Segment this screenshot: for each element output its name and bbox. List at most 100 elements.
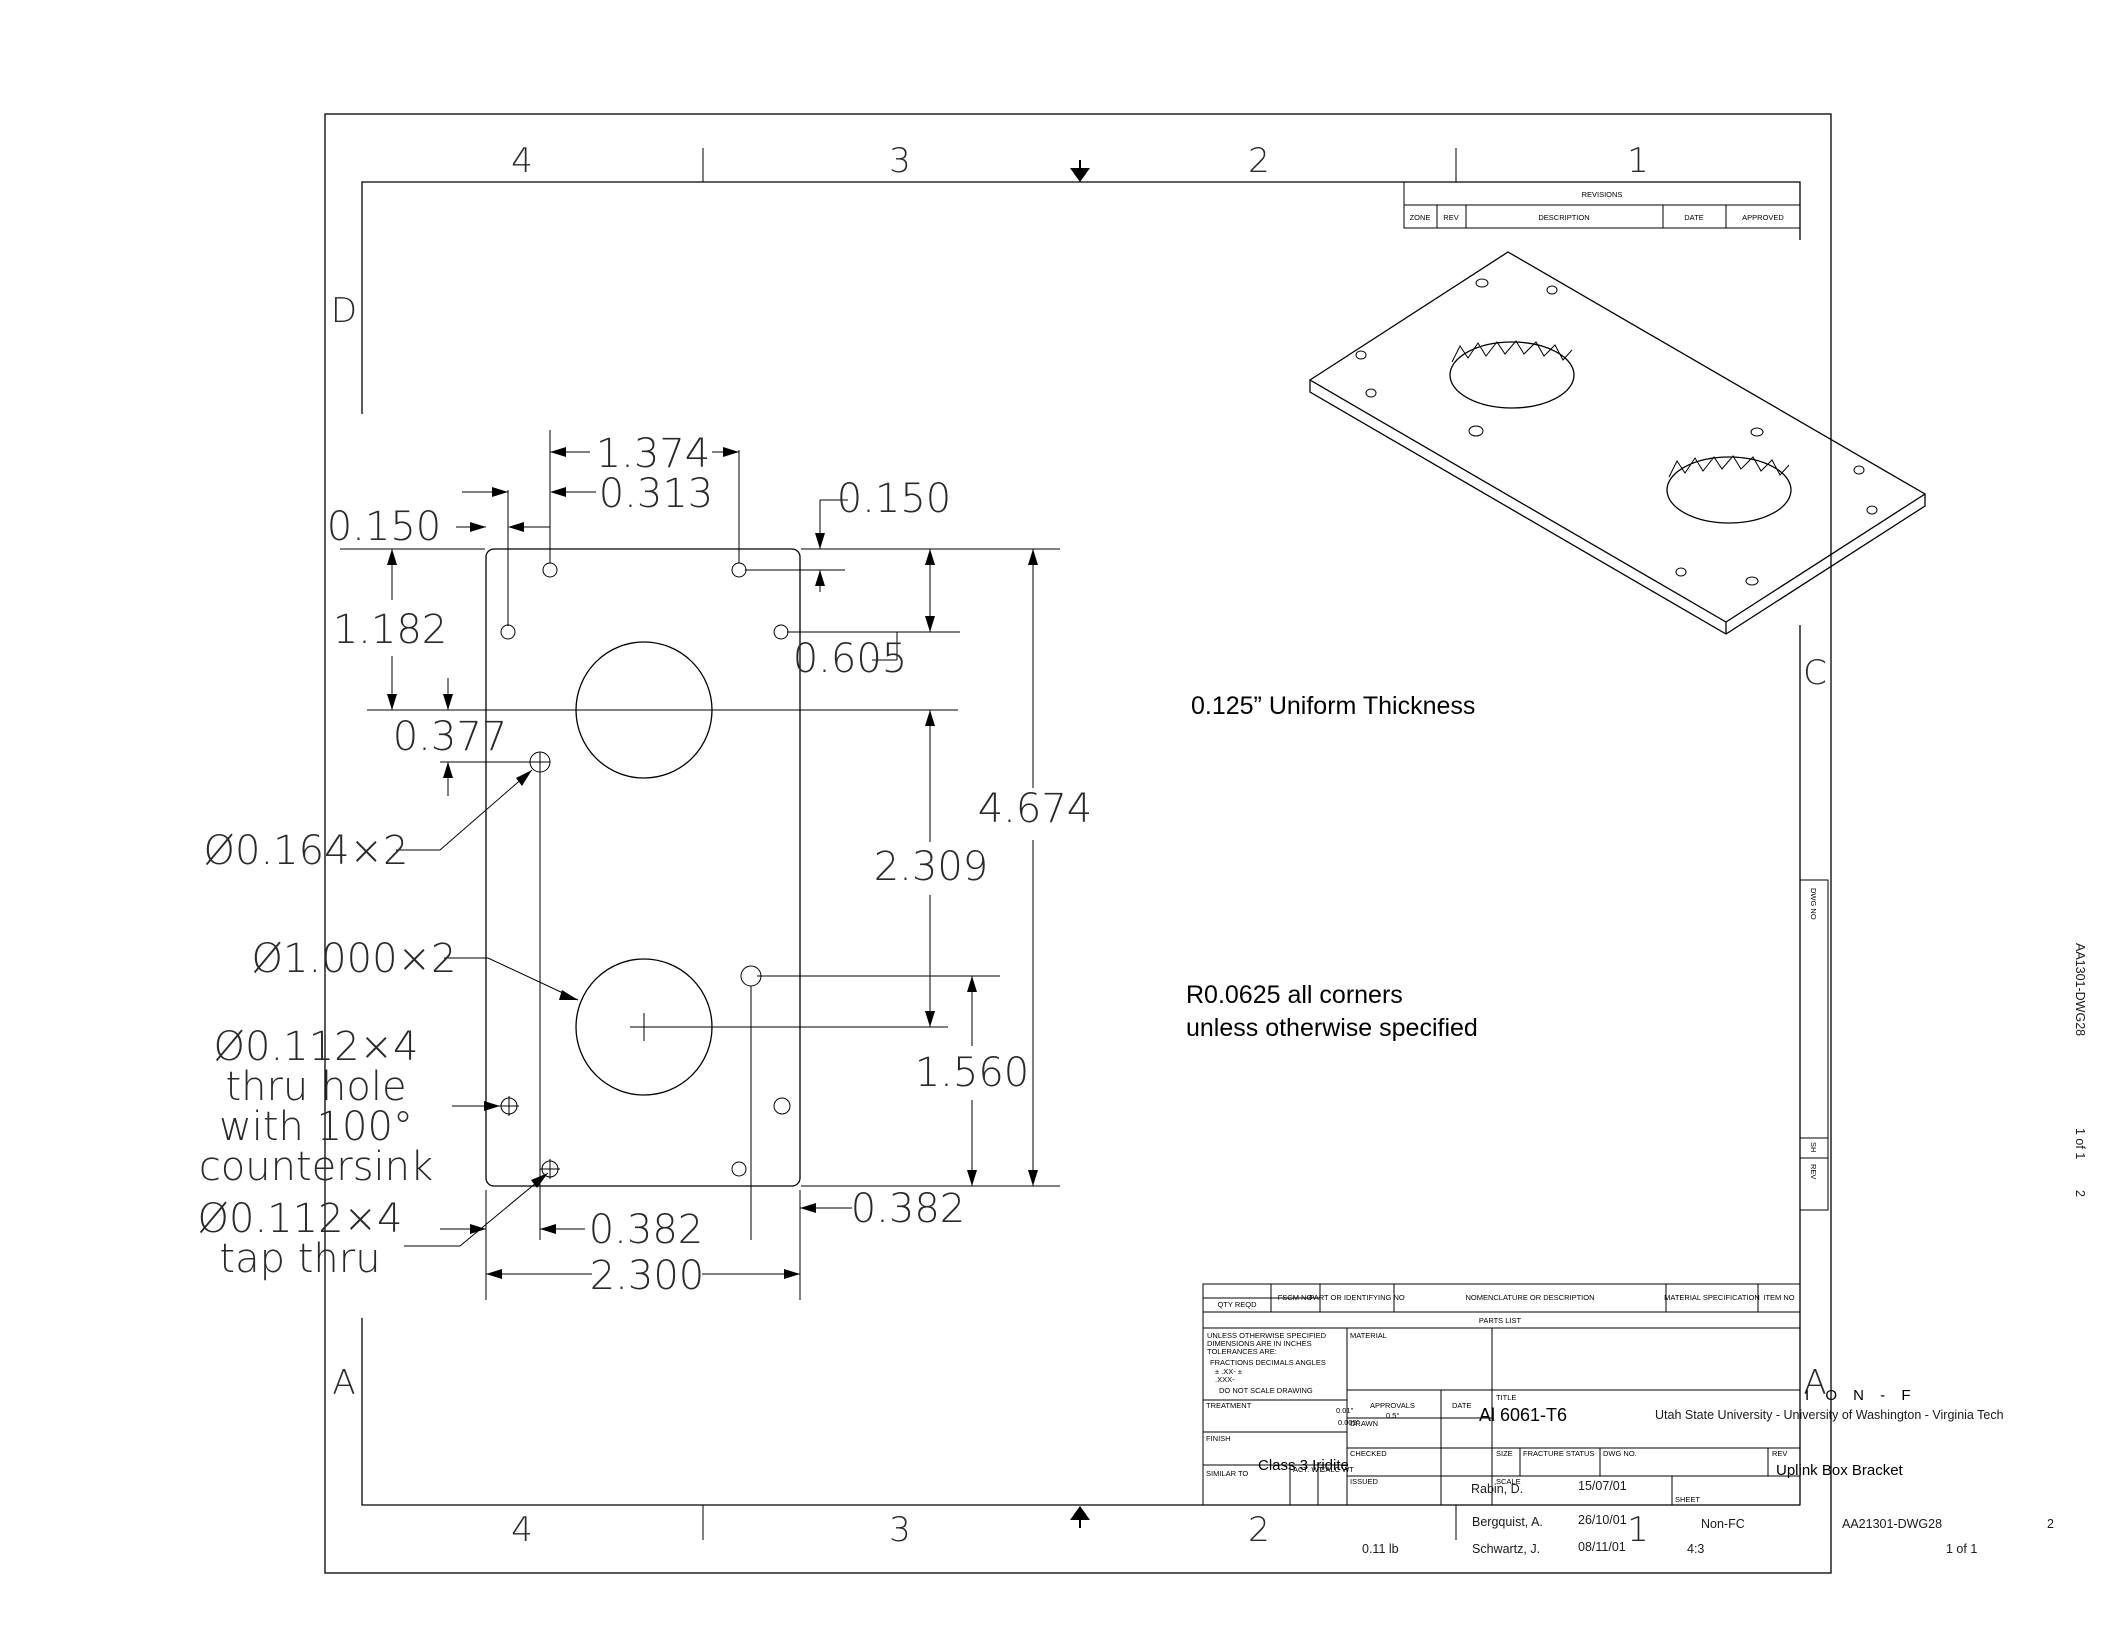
tol-line-1: UNLESS OTHERWISE SPECIFIED: [1207, 1331, 1327, 1340]
margin-dwg: AA1301-DWG28: [2073, 943, 2087, 1036]
iso-small-holes: [1355, 278, 1878, 586]
tol-line-6: .XXX-: [1215, 1375, 1235, 1384]
parts-col-qty: QTY REQD: [1217, 1300, 1257, 1309]
tol-angle-value: 0.5°: [1386, 1411, 1399, 1420]
revisions-col-description: DESCRIPTION: [1538, 213, 1589, 222]
checked-label: CHECKED: [1350, 1449, 1387, 1458]
zone-top-3: 3: [889, 141, 911, 181]
size-label: SIZE: [1496, 1449, 1513, 1458]
zone-bottom-4: 4: [511, 1510, 533, 1550]
zone-bottom-2: 2: [1248, 1510, 1270, 1550]
issued-date: 08/11/01: [1578, 1540, 1626, 1554]
plate-outline: [485, 548, 801, 1187]
revisions-title: REVISIONS: [1582, 190, 1623, 199]
dim-0150-right: 0.150: [837, 476, 952, 522]
issued-name: Schwartz, J.: [1472, 1542, 1540, 1556]
zone-bottom-3: 3: [889, 1510, 911, 1550]
tol-line-7: DO NOT SCALE DRAWING: [1219, 1386, 1313, 1395]
similar-to-label: SIMILAR TO: [1206, 1469, 1248, 1478]
side-rev: REV: [1809, 1164, 1818, 1179]
sheet-label: SHEET: [1675, 1495, 1700, 1504]
top-center-arrow: [1070, 160, 1090, 182]
dim-1374: 1.374: [596, 431, 711, 477]
date-label: DATE: [1452, 1401, 1471, 1410]
callout-tap-line2: tap thru: [219, 1236, 380, 1282]
fracture-label: FRACTURE STATUS: [1523, 1449, 1594, 1458]
material-label: MATERIAL: [1350, 1331, 1387, 1340]
revisions-table: REVISIONS ZONE REV DESCRIPTION DATE APPR…: [1403, 181, 1801, 229]
dim-2300: 2.300: [590, 1253, 705, 1299]
parts-list-title: PARTS LIST: [1479, 1316, 1522, 1325]
checked-date: 26/10/01: [1578, 1513, 1627, 1527]
zone-left-d: D: [331, 291, 357, 331]
treatment-label: TREATMENT: [1206, 1401, 1252, 1410]
callout-thru-line3: with 100°: [219, 1104, 413, 1150]
zone-right-c: C: [1803, 653, 1827, 693]
tol-line-5: ± .XX- ±: [1215, 1367, 1242, 1376]
revisions-col-zone: ZONE: [1410, 213, 1431, 222]
margin-sheet: 1 of 1: [2073, 1128, 2087, 1159]
callout-thru-line4: countersink: [199, 1144, 433, 1190]
tol-xx-value: 0.01": [1336, 1406, 1354, 1415]
callout-hole-1000: Ø1.000×2: [252, 936, 457, 982]
callout-thru-line2: thru hole: [225, 1064, 406, 1110]
dim-0605: 0.605: [793, 636, 908, 682]
tol-line-3: TOLERANCES ARE:: [1207, 1347, 1277, 1356]
org-header: I O N - F: [1805, 1387, 1917, 1404]
callout-thru-line1: Ø0.112×4: [214, 1024, 419, 1070]
isometric-view: [1308, 251, 1927, 635]
scale-value: 4:3: [1687, 1542, 1704, 1556]
note-corners-line2: unless otherwise specified: [1186, 1014, 1478, 1042]
side-sh: SH: [1809, 1142, 1818, 1152]
side-dwg-no: DWG NO: [1809, 888, 1818, 920]
dim-1182: 1.182: [333, 607, 448, 653]
tol-line-4: FRACTIONS DECIMALS ANGLES: [1210, 1358, 1326, 1367]
side-strip: DWG NO SH REV: [1799, 879, 1829, 1211]
zone-top-2: 2: [1248, 141, 1270, 181]
tol-xxx-value: 0.005": [1338, 1418, 1360, 1427]
title-block: UNLESS OTHERWISE SPECIFIED DIMENSIONS AR…: [1202, 1327, 2054, 1556]
parts-col-part: PART OR IDENTIFYING NO: [1309, 1293, 1405, 1302]
approvals-label: APPROVALS: [1370, 1401, 1415, 1410]
zone-right-a: A: [1803, 1363, 1826, 1403]
issued-label: ISSUED: [1350, 1477, 1379, 1486]
tol-line-2: DIMENSIONS ARE IN INCHES: [1207, 1339, 1312, 1348]
zone-left-a: A: [332, 1363, 355, 1403]
zone-top-4: 4: [511, 141, 533, 181]
plan-view: [485, 548, 801, 1187]
checked-name: Bergquist, A.: [1472, 1515, 1543, 1529]
zone-top-1: 1: [1627, 141, 1649, 181]
parts-col-item: ITEM NO: [1763, 1293, 1794, 1302]
scale-label: SCALE: [1496, 1477, 1521, 1486]
weight-value: 0.11 lb: [1362, 1542, 1399, 1556]
drawn-name: Rabin, D.: [1471, 1482, 1523, 1496]
drawing-title: Uplink Box Bracket: [1776, 1462, 1904, 1479]
dim-1560: 1.560: [915, 1050, 1030, 1096]
dim-0313: 0.313: [599, 471, 714, 517]
revisions-col-date: DATE: [1684, 213, 1703, 222]
dim-0377: 0.377: [393, 714, 508, 760]
note-thickness: 0.125” Uniform Thickness: [1191, 692, 1475, 720]
fracture-status: Non-FC: [1701, 1517, 1745, 1531]
parts-col-fscm: FSCM NO: [1278, 1293, 1313, 1302]
dwg-no-value: AA21301-DWG28: [1842, 1517, 1942, 1531]
sheet-border: [324, 113, 1832, 1574]
finish-label: FINISH: [1206, 1434, 1231, 1443]
dwg-no-label: DWG NO.: [1603, 1449, 1637, 1458]
org-name: Utah State University - University of Wa…: [1655, 1408, 2004, 1422]
note-corners-line1: R0.0625 all corners: [1186, 981, 1403, 1009]
parts-list: QTY REQD FSCM NO PART OR IDENTIFYING NO …: [1202, 1283, 1801, 1329]
dim-0382-left: 0.382: [589, 1207, 704, 1253]
zone-bottom-1: 1: [1627, 1510, 1649, 1550]
bottom-center-arrow: [1070, 1506, 1090, 1528]
material-value: Al 6061-T6: [1479, 1405, 1567, 1425]
revisions-col-approved: APPROVED: [1742, 213, 1784, 222]
sheet-value: 1 of 1: [1946, 1542, 1977, 1556]
drawn-date: 15/07/01: [1578, 1479, 1627, 1493]
revisions-col-rev: REV: [1443, 213, 1458, 222]
act-wt-label: ACT. WT.: [1293, 1465, 1324, 1474]
parts-col-material: MATERIAL SPECIFICATION: [1664, 1293, 1760, 1302]
dim-0150-left: 0.150: [327, 504, 442, 550]
rev-label: REV: [1772, 1449, 1787, 1458]
dim-2309: 2.309: [874, 844, 989, 890]
